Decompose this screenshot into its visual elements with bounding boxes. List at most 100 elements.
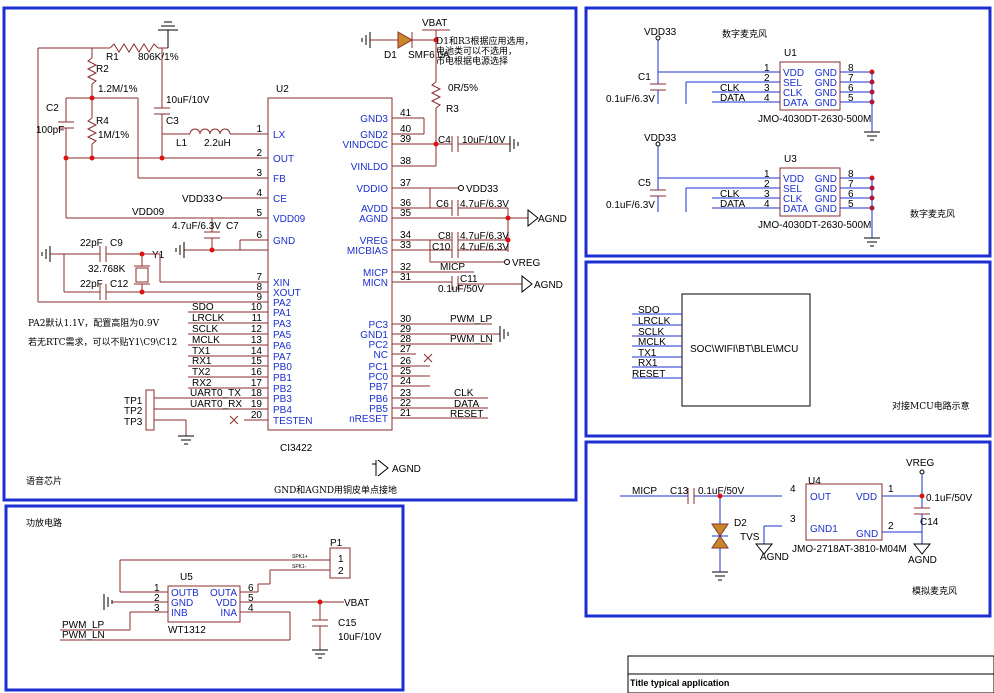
u2-pin-number: 12 bbox=[251, 324, 263, 335]
u3-pin-name: GND bbox=[815, 194, 837, 205]
c7-ref: C7 bbox=[226, 221, 239, 232]
u2-pin-number: 5 bbox=[256, 208, 262, 219]
u2-pin-number: 4 bbox=[256, 188, 262, 199]
y1-ref: Y1 bbox=[152, 250, 165, 261]
mcu-net-label: SDO bbox=[638, 305, 660, 316]
u3-pin-name: DATA bbox=[783, 204, 809, 215]
net-tx1: TX1 bbox=[192, 346, 211, 357]
u3-pin-number: 5 bbox=[848, 199, 854, 210]
net-sdo: SDO bbox=[192, 302, 214, 313]
u3-clk-net: CLK bbox=[720, 189, 740, 200]
r3-resistor bbox=[430, 81, 442, 109]
r4-ref: R4 bbox=[96, 116, 109, 127]
u1-pin-name: GND bbox=[815, 88, 837, 99]
u2-pin-name: PC2 bbox=[369, 340, 389, 351]
junction-r2r4 bbox=[89, 95, 95, 101]
u2-pin-name: PC1 bbox=[369, 362, 389, 373]
r1-value: 806K/1% bbox=[138, 52, 179, 63]
u2-pin-number: 29 bbox=[400, 324, 412, 335]
junction-d1 bbox=[433, 37, 439, 43]
u2-pin-name: OUT bbox=[273, 154, 294, 165]
c4-cap bbox=[451, 136, 459, 152]
u3-gnd-symbol bbox=[864, 237, 880, 247]
u1-pin-number: 7 bbox=[848, 73, 854, 84]
title-text: Title typical application bbox=[630, 678, 729, 688]
u2-pin-number: 6 bbox=[256, 230, 262, 241]
u4-pin3-num: 3 bbox=[790, 514, 796, 525]
l1-inductor bbox=[189, 128, 231, 135]
u4-agnd-triangle bbox=[754, 543, 774, 555]
y1-crystal bbox=[135, 267, 149, 283]
u2-pin-name: PB7 bbox=[369, 382, 388, 393]
junction-r4-out bbox=[89, 155, 95, 161]
c15-ref: C15 bbox=[338, 618, 357, 629]
u1-pin-number: 6 bbox=[848, 83, 854, 94]
u2-pin-number: 27 bbox=[400, 344, 412, 355]
u2-pin-number: 9 bbox=[256, 292, 262, 303]
vdd33-port-left bbox=[216, 195, 222, 201]
u2-pin-number: 32 bbox=[400, 262, 412, 273]
mcu-net-label: LRCLK bbox=[638, 316, 671, 327]
u2-pin-number: 36 bbox=[400, 198, 412, 209]
u4-pin-gnd: GND bbox=[856, 529, 878, 540]
u2-pin-number: 40 bbox=[400, 124, 412, 135]
u3-pin-name: VDD bbox=[783, 174, 804, 185]
mcu-caption: 对接MCU电路示意 bbox=[892, 400, 970, 412]
vdd09-net: VDD09 bbox=[132, 207, 165, 218]
c15-gnd-symbol bbox=[312, 649, 328, 659]
gnd-c7-symbol bbox=[175, 242, 185, 258]
u2-pin-number: 28 bbox=[400, 334, 412, 345]
c5-value: 0.1uF/6.3V bbox=[606, 200, 655, 211]
u3-pin-number: 6 bbox=[848, 189, 854, 200]
u2-pin-number: 13 bbox=[251, 335, 263, 346]
data-net: DATA bbox=[454, 399, 480, 410]
u2-pin-number: 41 bbox=[400, 108, 412, 119]
p1-pin2: 2 bbox=[338, 566, 344, 577]
u3-pin-number: 7 bbox=[848, 179, 854, 190]
d1-note-3: 市电根据电源选择 bbox=[436, 55, 508, 67]
u3-supply: VDD33 bbox=[644, 133, 677, 144]
u2-pin-name: VINLDO bbox=[351, 162, 388, 173]
u2-pin-number: 26 bbox=[400, 356, 412, 367]
mcu-box bbox=[681, 293, 811, 407]
u2-pin-number: 35 bbox=[400, 208, 412, 219]
u4-agnd-net: AGND bbox=[760, 552, 789, 563]
c4-ref: C4 bbox=[438, 135, 451, 146]
u2-pin-name: PA6 bbox=[273, 341, 292, 352]
u4-pin-vdd: VDD bbox=[856, 492, 877, 503]
r4-value: 1M/1% bbox=[98, 130, 129, 141]
u2-pin-name: PB4 bbox=[273, 405, 292, 416]
c2-value: 100pF bbox=[36, 125, 64, 136]
u2-pin-name: XOUT bbox=[273, 288, 301, 299]
u2-pin-number: 30 bbox=[400, 314, 412, 325]
u5-gnd-symbol bbox=[103, 594, 113, 610]
u2-pin-number: 15 bbox=[251, 356, 263, 367]
u4-pin-out: OUT bbox=[810, 492, 831, 503]
analog-mic-caption: 模拟麦克风 bbox=[912, 585, 957, 597]
u3-pin-number: 1 bbox=[764, 169, 770, 180]
u2-pin-name: MICBIAS bbox=[347, 246, 388, 257]
agnd-gnd-bond bbox=[372, 459, 389, 477]
c14-agnd-net: AGND bbox=[908, 555, 937, 566]
u5-pin-name: INB bbox=[171, 608, 188, 619]
u1-part: JMO-4030DT-2630-500M bbox=[758, 114, 871, 125]
u2-pin-number: 17 bbox=[251, 378, 263, 389]
c11-cap bbox=[451, 276, 459, 290]
net-rx1: RX1 bbox=[192, 356, 212, 367]
left-signal-nets bbox=[154, 311, 268, 421]
c15-value: 10uF/10V bbox=[338, 632, 382, 643]
c14-cap bbox=[914, 507, 930, 515]
tp2-label: TP2 bbox=[124, 406, 143, 417]
u2-pin-number: 31 bbox=[400, 272, 412, 283]
u3-pin-name: GND bbox=[815, 204, 837, 215]
u2-pin-name: PA3 bbox=[273, 319, 292, 330]
u2-pin-name: PA1 bbox=[273, 308, 292, 319]
u1-pin-number: 1 bbox=[764, 63, 770, 74]
u4-vreg-port bbox=[919, 469, 925, 475]
c14-value: 0.1uF/50V bbox=[926, 493, 972, 504]
gnd1-symbol bbox=[499, 326, 509, 342]
u2-pin-number: 33 bbox=[400, 240, 412, 251]
